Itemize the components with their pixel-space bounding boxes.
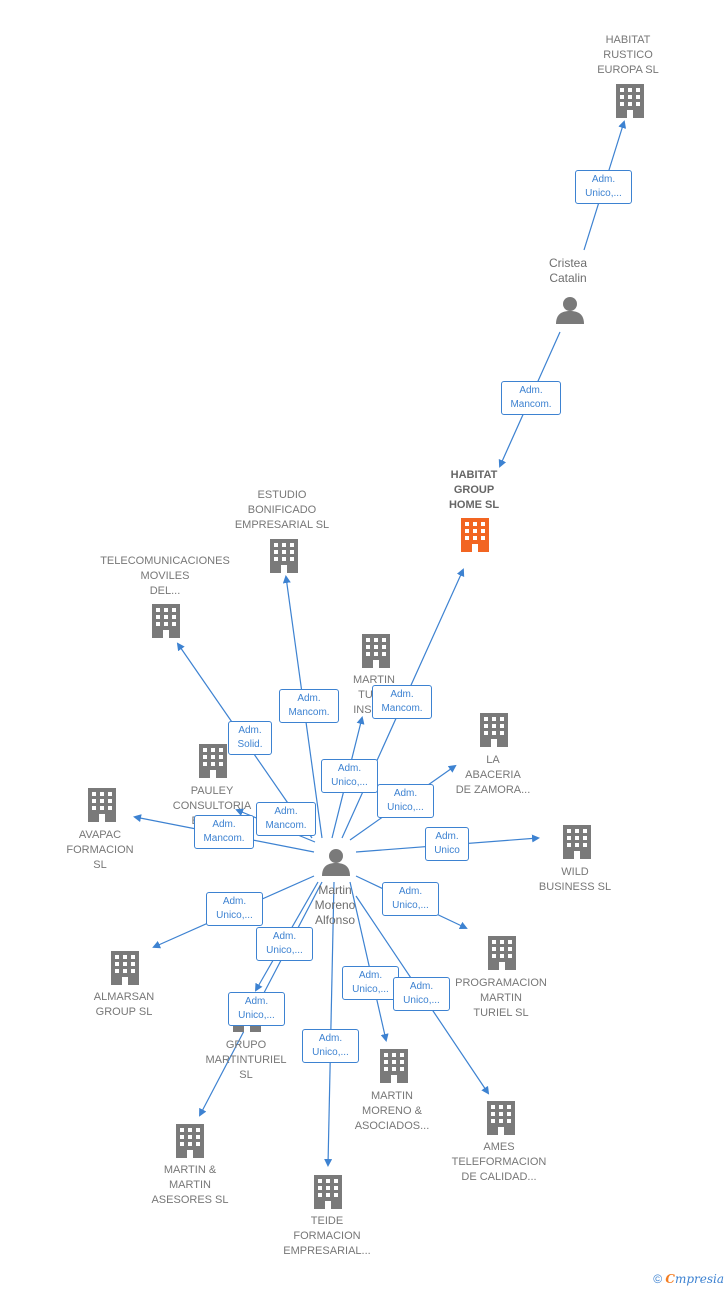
edge-label[interactable]: Adm.Unico,... xyxy=(302,1029,359,1063)
building-highlight-icon[interactable] xyxy=(461,518,489,552)
building-icon[interactable] xyxy=(152,604,180,638)
edge-teide xyxy=(324,881,335,1167)
edge-label[interactable]: Adm.Unico,... xyxy=(575,170,632,204)
building-icon[interactable] xyxy=(362,634,390,668)
building-icon[interactable] xyxy=(270,539,298,573)
building-icon[interactable] xyxy=(88,788,116,822)
person-icon[interactable] xyxy=(556,297,584,324)
building-icon[interactable] xyxy=(616,84,644,118)
building-icon[interactable] xyxy=(314,1175,342,1209)
edge-label[interactable]: Adm.Mancom. xyxy=(372,685,432,719)
edge-label[interactable]: Adm.Mancom. xyxy=(279,689,339,723)
edge-label[interactable]: Adm.Unico,... xyxy=(256,927,313,961)
building-icon[interactable] xyxy=(176,1124,204,1158)
building-icon[interactable] xyxy=(487,1101,515,1135)
edge-label[interactable]: Adm.Unico xyxy=(425,827,469,861)
footer-brand: © Cmpresia xyxy=(653,1272,724,1286)
edge-label[interactable]: Adm.Solid. xyxy=(228,721,272,755)
building-icon[interactable] xyxy=(480,713,508,747)
edge-label[interactable]: Adm.Unico,... xyxy=(206,892,263,926)
edge-label[interactable]: Adm.Unico,... xyxy=(342,966,399,1000)
edge-label[interactable]: Adm.Mancom. xyxy=(194,815,254,849)
building-icon[interactable] xyxy=(563,825,591,859)
edge-label[interactable]: Adm.Unico,... xyxy=(321,759,378,793)
edge-label[interactable]: Adm.Mancom. xyxy=(501,381,561,415)
building-icon[interactable] xyxy=(111,951,139,985)
edge-moreno-asoc xyxy=(349,881,389,1042)
edge-label[interactable]: Adm.Unico,... xyxy=(382,882,439,916)
edge-label[interactable]: Adm.Unico,... xyxy=(377,784,434,818)
person-icon[interactable] xyxy=(322,849,350,876)
building-icon[interactable] xyxy=(380,1049,408,1083)
empresia-logo: Cmpresia xyxy=(665,1272,724,1286)
building-icon[interactable] xyxy=(488,936,516,970)
copyright-symbol: © xyxy=(653,1272,663,1286)
edge-label[interactable]: Adm.Unico,... xyxy=(393,977,450,1011)
edge-label[interactable]: Adm.Unico,... xyxy=(228,992,285,1026)
edge-label[interactable]: Adm.Mancom. xyxy=(256,802,316,836)
building-icon[interactable] xyxy=(199,744,227,778)
